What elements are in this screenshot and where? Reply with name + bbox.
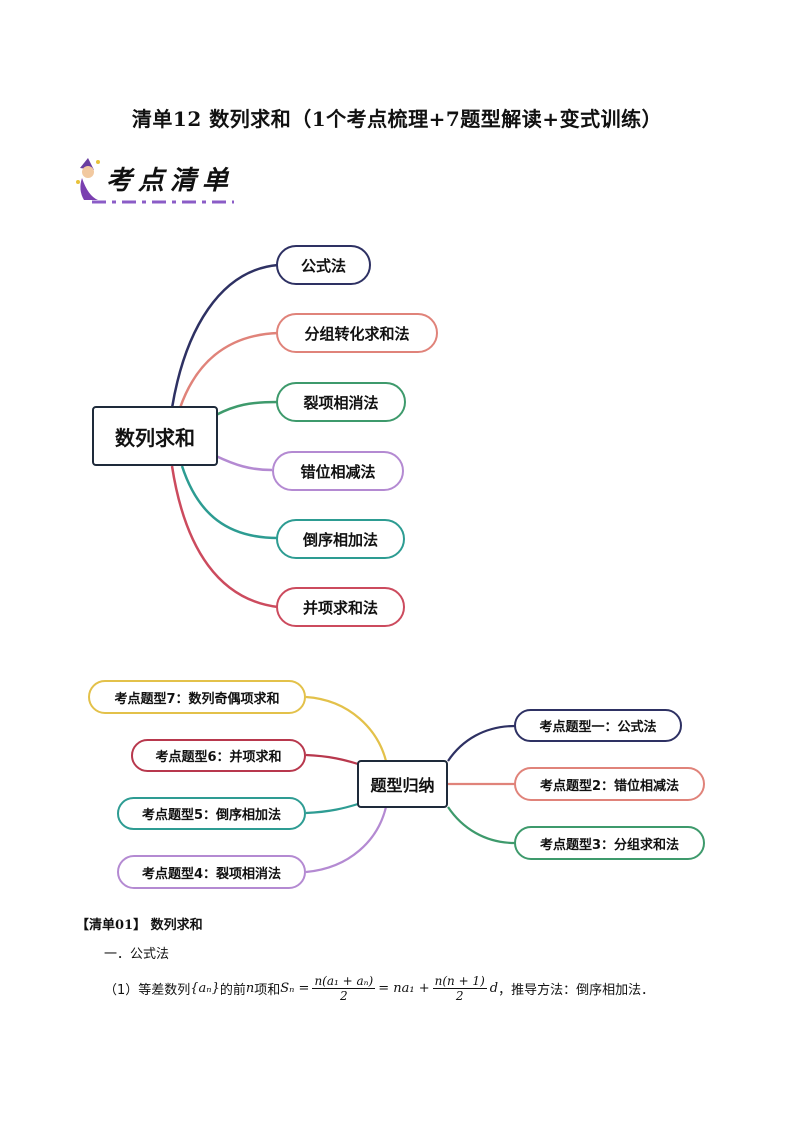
formula-suffix: ，推导方法：倒序相加法．	[498, 982, 655, 998]
formula-n: n	[245, 980, 255, 996]
formula-fraction-1: n(a₁ + aₙ) 2	[312, 973, 376, 1003]
mindmap2-node-left-4: 考点题型4：裂项相消法	[117, 855, 306, 889]
section-heading-text: 数列求和	[150, 918, 203, 933]
mindmap2-node-left-3: 考点题型5：倒序相加法	[117, 797, 306, 830]
mindmap2-node-left-2: 考点题型6：并项求和	[131, 739, 306, 772]
fraction-1-numerator: n(a₁ + aₙ)	[312, 973, 376, 989]
fraction-2-numerator: n(n + 1)	[432, 973, 487, 989]
mindmap2-node-right-2: 考点题型2：错位相减法	[514, 767, 705, 801]
formula-eq2: = na₁ +	[378, 980, 430, 996]
mindmap2-node-right-3: 考点题型3：分组求和法	[514, 826, 705, 860]
mindmap1-node-grouping: 分组转化求和法	[276, 313, 438, 353]
page-title: 清单12 数列求和（1个考点梳理+7题型解读+变式训练）	[131, 107, 663, 131]
mindmap1-root: 数列求和	[92, 406, 218, 466]
mindmap2-root: 题型归纳	[357, 760, 448, 808]
mindmap1-node-reverse-add: 倒序相加法	[276, 519, 405, 559]
formula-mid2: 项和	[254, 982, 281, 998]
mindmap-connectors	[170, 263, 516, 874]
mindmap1-node-formula: 公式法	[276, 245, 371, 285]
formula-line: （1）等差数列 {aₙ} 的前 n 项和 Sₙ = n(a₁ + aₙ) 2 =…	[104, 968, 654, 1008]
section-heading: 【清单01】 数列求和	[76, 914, 203, 933]
mindmap1-node-shift-subtract: 错位相减法	[272, 451, 404, 491]
wizard-icon	[76, 158, 234, 204]
formula-d: d	[489, 980, 499, 996]
formula-lhs: Sₙ =	[280, 980, 310, 996]
fraction-2-denominator: 2	[455, 988, 464, 1003]
formula-mid1: 的前	[219, 982, 246, 998]
subheading: 一．公式法	[104, 947, 170, 962]
fraction-1-denominator: 2	[340, 988, 348, 1003]
section-badge: 考点清单	[74, 156, 236, 208]
formula-seq: {aₙ}	[190, 980, 220, 996]
mindmap2-node-right-1: 考点题型一：公式法	[514, 709, 682, 742]
badge-text: 考点清单	[106, 166, 235, 196]
mindmap1-node-telescoping: 裂项相消法	[276, 382, 406, 422]
section-heading-bracket: 【清单01】	[76, 918, 147, 933]
mindmap1-node-merge-terms: 并项求和法	[276, 587, 405, 627]
mindmap2-node-left-1: 考点题型7：数列奇偶项求和	[88, 680, 306, 714]
formula-fraction-2: n(n + 1) 2	[432, 973, 487, 1003]
formula-prefix: （1）等差数列	[104, 982, 191, 998]
